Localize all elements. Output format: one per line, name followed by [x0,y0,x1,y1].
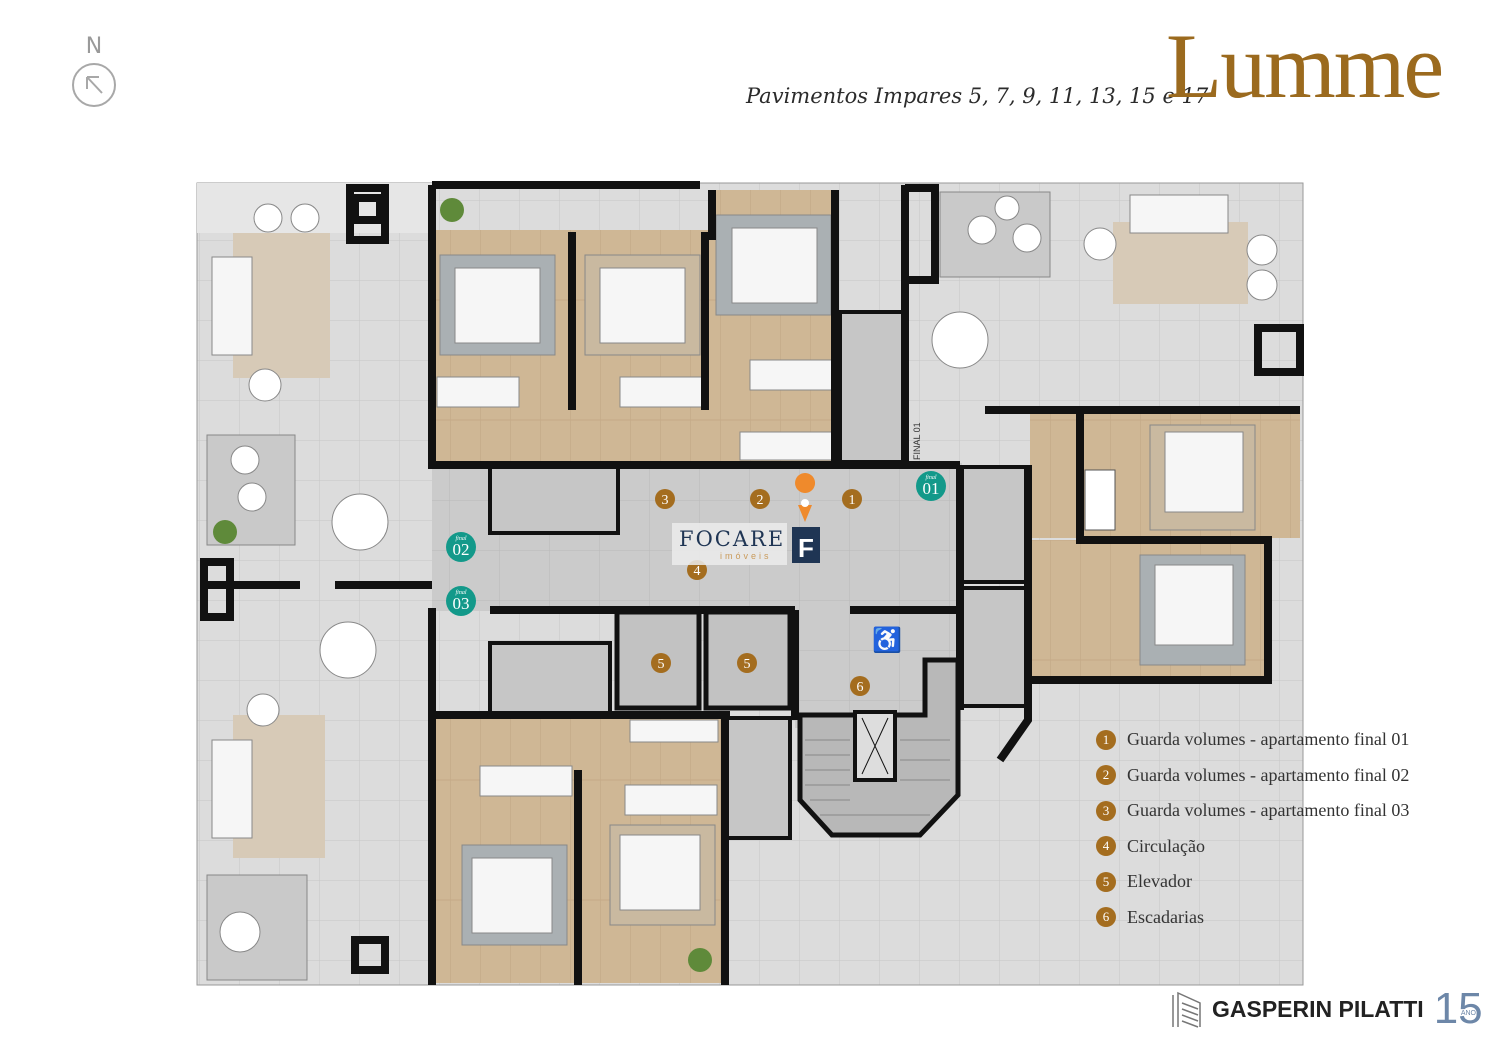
svg-text:3: 3 [662,493,669,508]
bathroom [960,586,1030,708]
svg-text:1: 1 [849,493,856,508]
plants [213,198,712,972]
brand-logo: Lumme [1166,15,1444,117]
svg-text:final: final [455,535,466,542]
rug [1113,222,1248,304]
marker-5b: 5 [737,653,757,673]
marker-3: 3 [655,489,675,509]
svg-text:4: 4 [694,564,701,579]
north-indicator: N [70,34,118,114]
floor-subtitle: Pavimentos Impares 5, 7, 9, 11, 13, 15 e… [746,84,1209,108]
marker-6: 6 [850,676,870,696]
svg-text:02: 02 [453,540,470,559]
marker-5: 5 [651,653,671,673]
bathroom [488,641,612,715]
focare-logo: FOCARE imóveis F [672,473,820,565]
bathroom [960,465,1030,584]
walls [200,181,1304,985]
svg-text:FOCARE: FOCARE [679,527,785,551]
compass-arrow-icon [72,63,116,107]
svg-text:01: 01 [923,479,940,498]
svg-text:F: F [798,533,814,563]
svg-text:final: final [455,589,466,596]
accessibility-icon: ♿ [872,626,902,654]
svg-text:final: final [925,474,936,481]
svg-text:5: 5 [658,657,665,672]
location-pin-icon [795,473,816,522]
svg-text:imóveis: imóveis [720,551,772,561]
building-icon [1172,991,1201,1028]
marker-2: 2 [750,489,770,509]
marker-1: 1 [842,489,862,509]
bathroom [723,716,792,840]
north-label: N [85,34,103,59]
svg-text:6: 6 [857,680,864,695]
wall-label: FINAL 01 [912,422,922,460]
dining-tables [219,195,1278,953]
beds [211,194,1256,946]
bathroom [488,463,620,535]
svg-text:03: 03 [453,594,470,613]
bathroom [838,310,907,464]
svg-text:5: 5 [744,657,751,672]
svg-text:2: 2 [757,493,764,508]
